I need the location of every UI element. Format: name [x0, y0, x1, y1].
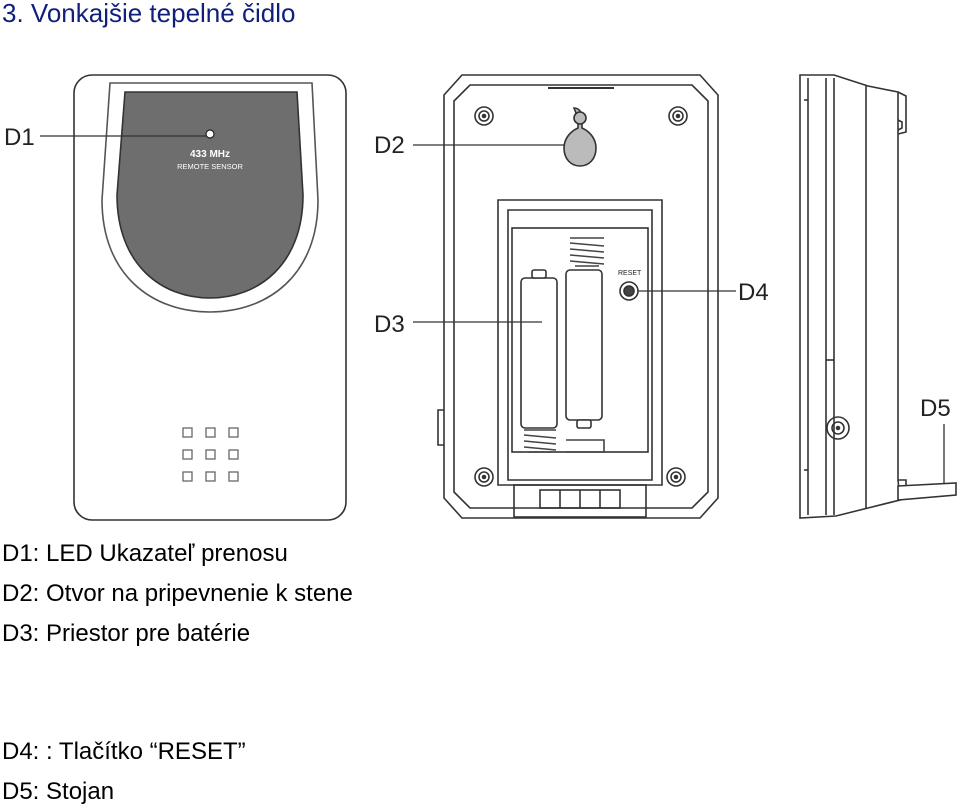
legend-item-d5: D5: Stojan: [2, 778, 115, 805]
legend-item-d1: D1: LED Ukazateľ prenosu: [2, 540, 288, 567]
reset-label: RESET: [618, 270, 642, 277]
callout-d3: D3: [374, 311, 405, 338]
front-view: [73, 74, 347, 521]
sensor-diagram: 433 MHz REMOTE SENSOR D1: [4, 74, 957, 521]
callout-d4: D4: [738, 279, 769, 306]
spring-top: [569, 237, 605, 267]
battery-right: [565, 269, 603, 429]
legend-item-d2: D2: Otvor na pripevnenie k stene: [2, 580, 353, 607]
battery-left: [520, 269, 558, 429]
page-title: 3. Vonkajšie tepelné čidlo: [2, 0, 296, 28]
callout-d5: D5: [920, 395, 951, 422]
device-label-remote: REMOTE SENSOR: [177, 162, 243, 171]
spring-bottom: [523, 429, 557, 453]
screw-bottom-left: [474, 467, 494, 487]
screw-top-left: [474, 106, 494, 126]
legend-item-d4: D4: : Tlačítko “RESET”: [2, 738, 246, 765]
sensor-grille: [182, 427, 239, 482]
display-window: [116, 91, 304, 299]
screw-bottom-right: [666, 467, 686, 487]
device-label-frequency: 433 MHz: [190, 149, 230, 160]
back-view: [437, 74, 719, 519]
battery-door-connector: [513, 484, 647, 518]
led-indicator: [205, 129, 215, 139]
screw-top-right: [668, 106, 688, 126]
stand: [897, 482, 957, 501]
callout-d1: D1: [4, 124, 35, 151]
legend-item-d3: D3: Priestor pre batérie: [2, 620, 251, 647]
side-view: [799, 74, 957, 519]
callout-d2: D2: [374, 132, 405, 159]
